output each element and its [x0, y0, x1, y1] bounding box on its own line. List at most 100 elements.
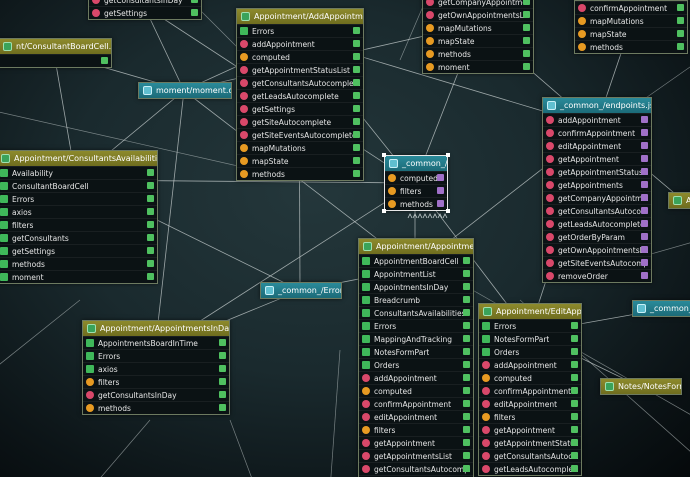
- node-board-cell[interactable]: nt/ConsultantBoardCell.vue: [0, 38, 112, 68]
- connection-port-icon[interactable]: [463, 426, 470, 433]
- node-member-row[interactable]: getSiteEventsAutocomplete: [543, 256, 651, 269]
- connection-port-icon[interactable]: [219, 378, 226, 385]
- connection-port-icon[interactable]: [677, 17, 684, 24]
- connection-port-icon[interactable]: [353, 170, 360, 177]
- connection-port-icon[interactable]: [463, 322, 470, 329]
- connection-port-icon[interactable]: [641, 155, 648, 162]
- node-header[interactable]: Notes/NotesFormPart.vue: [601, 379, 681, 394]
- connection-port-icon[interactable]: [523, 11, 530, 18]
- connection-port-icon[interactable]: [219, 404, 226, 411]
- connection-port-icon[interactable]: [353, 118, 360, 125]
- connection-port-icon[interactable]: [571, 465, 578, 472]
- node-member-row[interactable]: MappingAndTracking: [359, 332, 473, 345]
- node-member-row[interactable]: filters: [359, 423, 473, 436]
- node-member-row[interactable]: mapState: [237, 154, 363, 167]
- connection-port-icon[interactable]: [147, 221, 154, 228]
- node-member-row[interactable]: Errors: [83, 349, 229, 362]
- node-member-row[interactable]: getAppointmentStatusList: [543, 165, 651, 178]
- node-member-row[interactable]: Errors: [479, 319, 581, 332]
- node-member-row[interactable]: mapMutations: [237, 141, 363, 154]
- node-member-row[interactable]: getConsultantsAutocomplete: [359, 462, 473, 475]
- node-edit-appt[interactable]: Appointment/EditAppointment.vueErrorsNot…: [478, 303, 582, 476]
- node-member-row[interactable]: Errors: [359, 319, 473, 332]
- node-member-row[interactable]: confirmAppointment: [575, 1, 687, 14]
- node-member-row[interactable]: getAppointmentStatusList: [479, 436, 581, 449]
- connection-port-icon[interactable]: [463, 400, 470, 407]
- node-member-row[interactable]: Errors: [0, 192, 157, 205]
- node-member-row[interactable]: getLeadsAutocomplete: [359, 475, 473, 477]
- node-right-edge[interactable]: Ad: [668, 192, 690, 209]
- connection-port-icon[interactable]: [463, 465, 470, 472]
- connection-port-icon[interactable]: [523, 63, 530, 70]
- connection-port-icon[interactable]: [147, 273, 154, 280]
- connection-port-icon[interactable]: [571, 452, 578, 459]
- connection-port-icon[interactable]: [571, 413, 578, 420]
- node-utils[interactable]: _common_/utils.jscomputedfiltersmethods: [382, 153, 450, 213]
- node-member-row[interactable]: mapState: [423, 34, 533, 47]
- node-member-row[interactable]: getOwnAppointmentsList: [543, 243, 651, 256]
- connection-port-icon[interactable]: [147, 182, 154, 189]
- connection-port-icon[interactable]: [353, 144, 360, 151]
- node-member-row[interactable]: getAppointmentsList: [359, 449, 473, 462]
- connection-port-icon[interactable]: [571, 387, 578, 394]
- connection-port-icon[interactable]: [677, 43, 684, 50]
- node-member-row[interactable]: moment: [0, 270, 157, 283]
- node-member-row[interactable]: NotesFormPart: [479, 332, 581, 345]
- node-mapping[interactable]: _common_/Mapping: [632, 300, 690, 317]
- connection-port-icon[interactable]: [353, 105, 360, 112]
- connection-port-icon[interactable]: [437, 174, 444, 181]
- node-header[interactable]: _common_/Mapping: [633, 301, 690, 316]
- selection-handle[interactable]: [446, 153, 450, 157]
- node-header[interactable]: moment/moment.d.ts: [139, 83, 231, 98]
- connection-port-icon[interactable]: [219, 339, 226, 346]
- node-member-row[interactable]: getConsultantsInDay: [89, 0, 201, 6]
- node-member-row[interactable]: getSiteEventsAutocomplete: [237, 128, 363, 141]
- node-member-row[interactable]: filters: [83, 375, 229, 388]
- connection-port-icon[interactable]: [571, 400, 578, 407]
- node-header[interactable]: _common_/Errors.js: [261, 283, 341, 298]
- connection-port-icon[interactable]: [641, 129, 648, 136]
- node-add-appt[interactable]: Appointment/AddAppointment.vueErrorsaddA…: [236, 8, 364, 181]
- connection-port-icon[interactable]: [437, 200, 444, 207]
- node-member-row[interactable]: addAppointment: [237, 37, 363, 50]
- node-member-row[interactable]: confirmAppointment: [479, 384, 581, 397]
- node-member-row[interactable]: methods: [0, 257, 157, 270]
- node-notes[interactable]: Notes/NotesFormPart.vue: [600, 378, 682, 395]
- connection-port-icon[interactable]: [641, 142, 648, 149]
- connection-port-icon[interactable]: [437, 187, 444, 194]
- connection-port-icon[interactable]: [101, 57, 108, 64]
- connection-port-icon[interactable]: [463, 387, 470, 394]
- node-member-row[interactable]: methods: [237, 167, 363, 180]
- connection-port-icon[interactable]: [571, 426, 578, 433]
- connection-port-icon[interactable]: [463, 439, 470, 446]
- node-member-row[interactable]: methods: [575, 40, 687, 53]
- node-member-row[interactable]: addAppointment: [359, 371, 473, 384]
- connection-port-icon[interactable]: [353, 79, 360, 86]
- node-member-row[interactable]: confirmAppointment: [543, 126, 651, 139]
- connection-port-icon[interactable]: [677, 30, 684, 37]
- node-member-row[interactable]: editAppointment: [543, 139, 651, 152]
- node-member-row[interactable]: Errors: [237, 24, 363, 37]
- node-member-row[interactable]: NotesFormPart: [359, 345, 473, 358]
- node-member-row[interactable]: methods: [83, 401, 229, 414]
- node-member-row[interactable]: getLeadsAutocomplete: [479, 462, 581, 475]
- connection-port-icon[interactable]: [523, 0, 530, 5]
- connection-port-icon[interactable]: [677, 4, 684, 11]
- connection-port-icon[interactable]: [463, 413, 470, 420]
- connection-port-icon[interactable]: [641, 116, 648, 123]
- connection-port-icon[interactable]: [353, 53, 360, 60]
- connection-port-icon[interactable]: [641, 207, 648, 214]
- node-header[interactable]: _common_/endpoints.js: [543, 98, 651, 113]
- connection-port-icon[interactable]: [147, 208, 154, 215]
- connection-port-icon[interactable]: [191, 0, 198, 3]
- connection-port-icon[interactable]: [353, 27, 360, 34]
- connection-port-icon[interactable]: [219, 352, 226, 359]
- node-member-row[interactable]: filters: [479, 410, 581, 423]
- connection-port-icon[interactable]: [463, 257, 470, 264]
- node-member-row[interactable]: getConsultantsAutocomplete: [543, 204, 651, 217]
- node-member-row[interactable]: getOwnAppointmentsList: [423, 8, 533, 21]
- connection-port-icon[interactable]: [463, 309, 470, 316]
